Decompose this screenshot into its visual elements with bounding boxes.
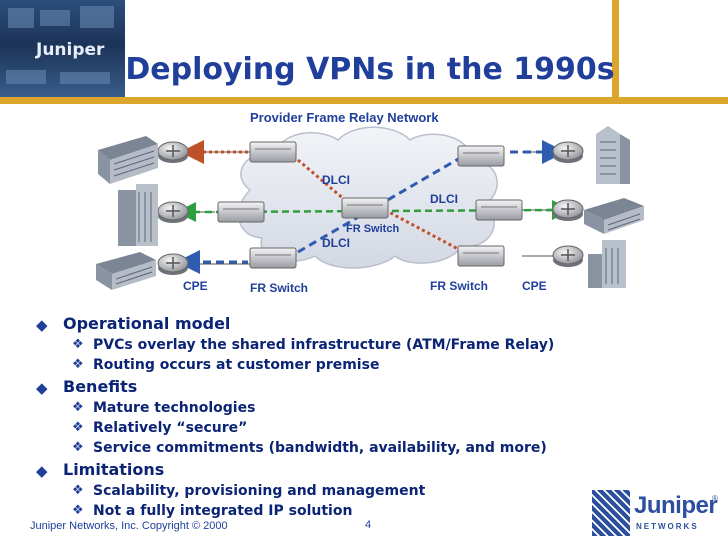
cpe-router (552, 141, 584, 163)
page-number: 4 (365, 519, 372, 531)
cpe-label-right: CPE (522, 279, 547, 293)
network-diagram: Provider Frame Relay Network DLCI DLCI F… (96, 110, 644, 295)
diamond-bullet-icon: ◆ (36, 462, 48, 480)
bullet-benefits: ◆Benefits (34, 375, 634, 398)
building-icon (584, 198, 644, 234)
fr-switch-label-left: FR Switch (250, 281, 308, 295)
sub-bullet: ❖Relatively “secure” (72, 420, 248, 436)
cpe-router (157, 253, 189, 275)
cpe-router (552, 199, 584, 221)
sub-bullet: ❖Scalability, provisioning and managemen… (72, 483, 426, 499)
fr-switch-label-right: FR Switch (430, 279, 488, 293)
juniper-logo: Juniper ® NETWORKS (592, 490, 722, 540)
provider-network-label: Provider Frame Relay Network (250, 110, 439, 125)
sub-bullet: ❖Not a fully integrated IP solution (72, 503, 353, 519)
footer-copyright: Juniper Networks, Inc. Copyright © 2000 (30, 520, 228, 532)
building-icon (596, 126, 630, 184)
fr-switch (457, 245, 505, 267)
diamond-sub-bullet-icon: ❖ (72, 400, 84, 415)
sub-bullet: ❖Routing occurs at customer premise (72, 357, 380, 373)
diamond-sub-bullet-icon: ❖ (72, 503, 84, 518)
cpe-label-left: CPE (183, 279, 208, 293)
logo-photo-wordmark: Juniper (36, 40, 105, 60)
registered-mark: ® (712, 494, 718, 503)
diamond-sub-bullet-icon: ❖ (72, 357, 84, 372)
cpe-router (157, 201, 189, 223)
fr-switch (217, 201, 265, 223)
dlci-label-top: DLCI (322, 173, 350, 187)
dlci-label-right: DLCI (430, 192, 458, 206)
fr-switch (457, 145, 505, 167)
building-icon (118, 184, 158, 246)
brand-sub: NETWORKS (636, 522, 699, 531)
sub-bullet: ❖Service commitments (bandwidth, availab… (72, 440, 547, 456)
building-icon (98, 136, 158, 184)
diamond-bullet-icon: ◆ (36, 379, 48, 397)
building-icon (96, 252, 156, 290)
juniper-mark-icon (592, 490, 630, 536)
diamond-bullet-icon: ◆ (36, 316, 48, 334)
slide-title: Deploying VPNs in the 1990s (125, 52, 615, 87)
diamond-sub-bullet-icon: ❖ (72, 440, 84, 455)
logo-photo: Juniper (0, 0, 125, 100)
bullet-limitations: ◆Limitations (34, 458, 634, 481)
sub-bullet: ❖Mature technologies (72, 400, 256, 416)
fr-switch (249, 141, 297, 163)
sub-bullet: ❖PVCs overlay the shared infrastructure … (72, 337, 555, 353)
diamond-sub-bullet-icon: ❖ (72, 337, 84, 352)
brand-name: Juniper (634, 492, 718, 519)
bullet-operational-model: ◆Operational model (34, 312, 634, 335)
cpe-router (157, 141, 189, 163)
bullet-list: ◆Operational model ❖PVCs overlay the sha… (34, 312, 634, 521)
right-rule (612, 0, 619, 100)
top-rule (0, 97, 728, 104)
core-switch-label: FR Switch (346, 223, 399, 235)
diamond-sub-bullet-icon: ❖ (72, 483, 84, 498)
fr-switch (249, 247, 297, 269)
fr-switch (475, 199, 523, 221)
building-icon (588, 240, 626, 288)
fr-switch-core (341, 197, 389, 219)
diamond-sub-bullet-icon: ❖ (72, 420, 84, 435)
cpe-router (552, 245, 584, 267)
dlci-label-bottom: DLCI (322, 236, 350, 250)
